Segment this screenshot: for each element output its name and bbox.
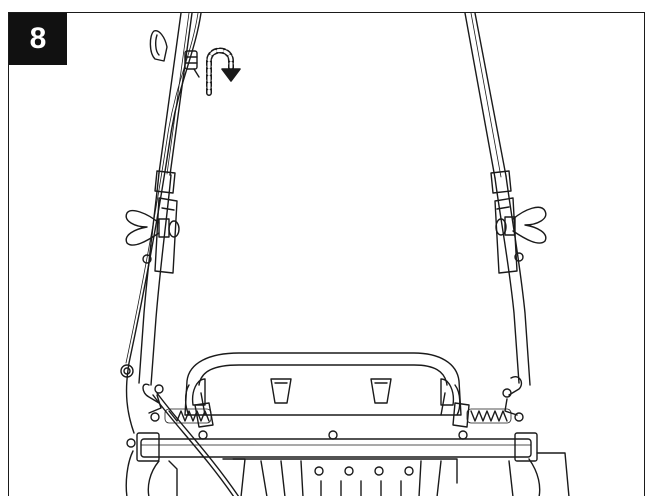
cross-bar	[136, 432, 538, 462]
cable-clip	[149, 30, 168, 62]
cable-adjuster-nut	[184, 50, 200, 78]
spring-bracket	[150, 402, 524, 428]
left-upper-handle	[158, 13, 193, 176]
rivets	[198, 430, 468, 476]
catcher-ribs	[222, 458, 458, 496]
right-upper-handle	[464, 13, 507, 179]
right-hook	[502, 376, 523, 416]
housing-top	[184, 352, 462, 416]
handle-bolt	[142, 252, 524, 264]
wing-knob-icon	[125, 209, 180, 246]
left-hook	[142, 383, 164, 414]
control-cable	[125, 13, 240, 496]
left-lower-handle	[138, 170, 178, 386]
illustration-frame: 8	[8, 12, 645, 496]
curved-arrow-down-icon	[206, 47, 241, 96]
cable-loop	[120, 364, 134, 378]
scarifier-handle-diagram	[120, 13, 570, 496]
right-lower-handle	[490, 170, 531, 386]
step-number-badge: 8	[9, 13, 67, 65]
side-frames	[125, 438, 570, 496]
wing-knob-icon	[495, 206, 547, 244]
